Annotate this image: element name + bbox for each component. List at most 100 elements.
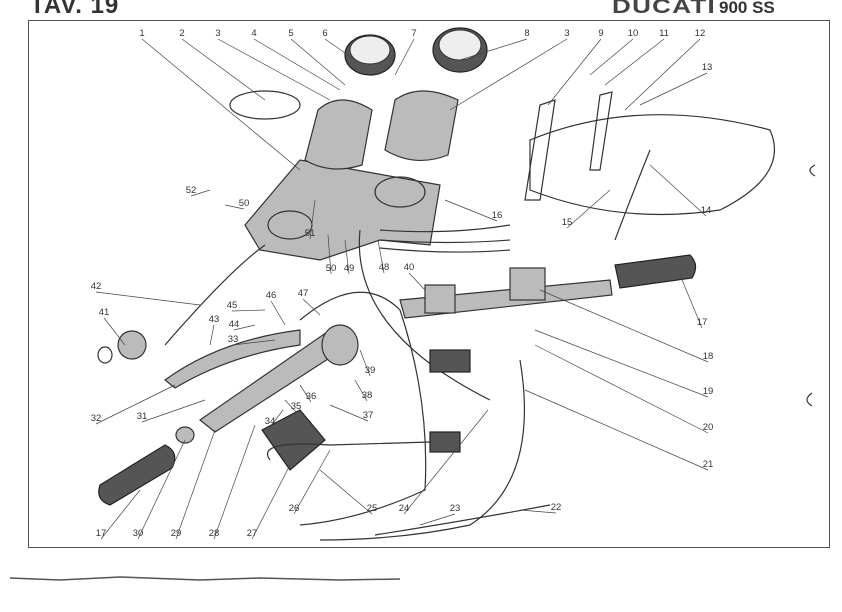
part-number-label: 9: [598, 28, 603, 39]
part-number-label: 12: [695, 28, 706, 39]
model-name: 900 SS: [719, 0, 775, 17]
leader-line: [327, 234, 332, 275]
leader-line: [270, 300, 286, 326]
part-number-label: 41: [99, 307, 110, 318]
plate-number: TAV. 19: [30, 0, 120, 19]
part-number-label: 26: [289, 503, 300, 514]
leader-line: [449, 38, 568, 111]
part-number-label: 23: [450, 503, 461, 514]
part-number-label: 15: [562, 217, 573, 228]
leader-line: [534, 344, 709, 434]
part-number-label: 37: [363, 410, 374, 421]
part-number-label: 36: [306, 391, 317, 402]
leader-line: [224, 204, 245, 210]
leader-line: [344, 239, 350, 275]
part-number-label: 50: [239, 198, 250, 209]
part-number-label: 33: [228, 334, 239, 345]
leader-line: [639, 72, 708, 106]
part-number-label: 27: [247, 528, 258, 539]
brand-logo: DUCATI: [612, 0, 717, 18]
leader-line: [190, 189, 211, 197]
leader-line: [539, 289, 709, 363]
leader-line: [394, 38, 415, 76]
leader-line: [209, 324, 215, 346]
part-number-label: 13: [702, 62, 713, 73]
leader-line: [649, 164, 707, 217]
part-number-label: 49: [344, 263, 355, 274]
part-number-label: 51: [305, 228, 316, 239]
part-number-label: 4: [251, 28, 256, 39]
part-number-label: 21: [703, 459, 714, 470]
part-number-label: 38: [362, 390, 373, 401]
leader-line: [175, 429, 216, 540]
leader-line: [624, 38, 701, 111]
leader-line: [524, 389, 709, 471]
part-number-label: 7: [411, 28, 416, 39]
leader-line: [547, 38, 602, 106]
part-number-label: 43: [209, 314, 220, 325]
part-number-label: 17: [697, 317, 708, 328]
leader-line: [519, 509, 557, 514]
leader-line: [232, 339, 276, 346]
speedometer: [304, 34, 396, 170]
leader-line: [589, 38, 634, 76]
part-number-label: 45: [227, 300, 238, 311]
leader-line: [299, 384, 312, 403]
leader-line: [566, 189, 611, 229]
leader-line: [534, 329, 709, 398]
part-number-label: 25: [367, 503, 378, 514]
leader-line: [302, 298, 321, 316]
part-number-label: 39: [365, 365, 376, 376]
part-number-label: 17: [96, 528, 107, 539]
part-number-label: 52: [186, 185, 197, 196]
leader-line: [329, 404, 369, 422]
part-number-label: 50: [326, 263, 337, 274]
part-number-label: 2: [179, 28, 184, 39]
leader-line: [217, 38, 331, 101]
leader-line: [408, 272, 426, 291]
part-number-label: 22: [551, 502, 562, 513]
diagram-frame: [28, 20, 830, 548]
part-number-label: 14: [701, 205, 712, 216]
leader-line: [213, 424, 256, 540]
leader-line: [359, 349, 371, 377]
part-number-label: 46: [266, 290, 277, 301]
part-number-label: 42: [91, 281, 102, 292]
leader-line: [137, 439, 186, 540]
binder-hole-mark: [809, 164, 816, 177]
leader-line: [354, 379, 368, 402]
leader-line: [679, 274, 703, 329]
leader-line: [324, 38, 356, 61]
leader-line: [141, 399, 206, 423]
instrument-panel: [244, 159, 441, 261]
leader-line: [293, 449, 331, 515]
part-number-label: 28: [209, 528, 220, 539]
scan-edge-mark: [9, 576, 401, 581]
leader-line: [253, 38, 341, 91]
part-number-label: 44: [229, 319, 240, 330]
part-number-label: 30: [133, 528, 144, 539]
dashboard-cover: [524, 91, 775, 216]
leader-line: [95, 291, 201, 306]
tachometer: [384, 27, 488, 162]
part-number-label: 3: [564, 28, 569, 39]
leader-line: [284, 399, 297, 413]
leader-line: [419, 513, 456, 526]
part-number-label: 1: [139, 28, 144, 39]
part-number-label: 35: [291, 401, 302, 412]
part-number-label: 29: [171, 528, 182, 539]
clamp-ring: [229, 90, 301, 120]
leader-line: [231, 309, 266, 312]
leader-line: [233, 324, 256, 331]
part-number-label: 10: [628, 28, 639, 39]
leader-line: [290, 38, 346, 86]
part-number-label: 34: [265, 416, 276, 427]
part-number-label: 6: [322, 28, 327, 39]
leader-line: [103, 317, 126, 346]
part-number-label: 31: [137, 411, 148, 422]
leader-line: [444, 199, 498, 222]
part-number-label: 47: [298, 288, 309, 299]
right-handlebar: [399, 254, 697, 319]
